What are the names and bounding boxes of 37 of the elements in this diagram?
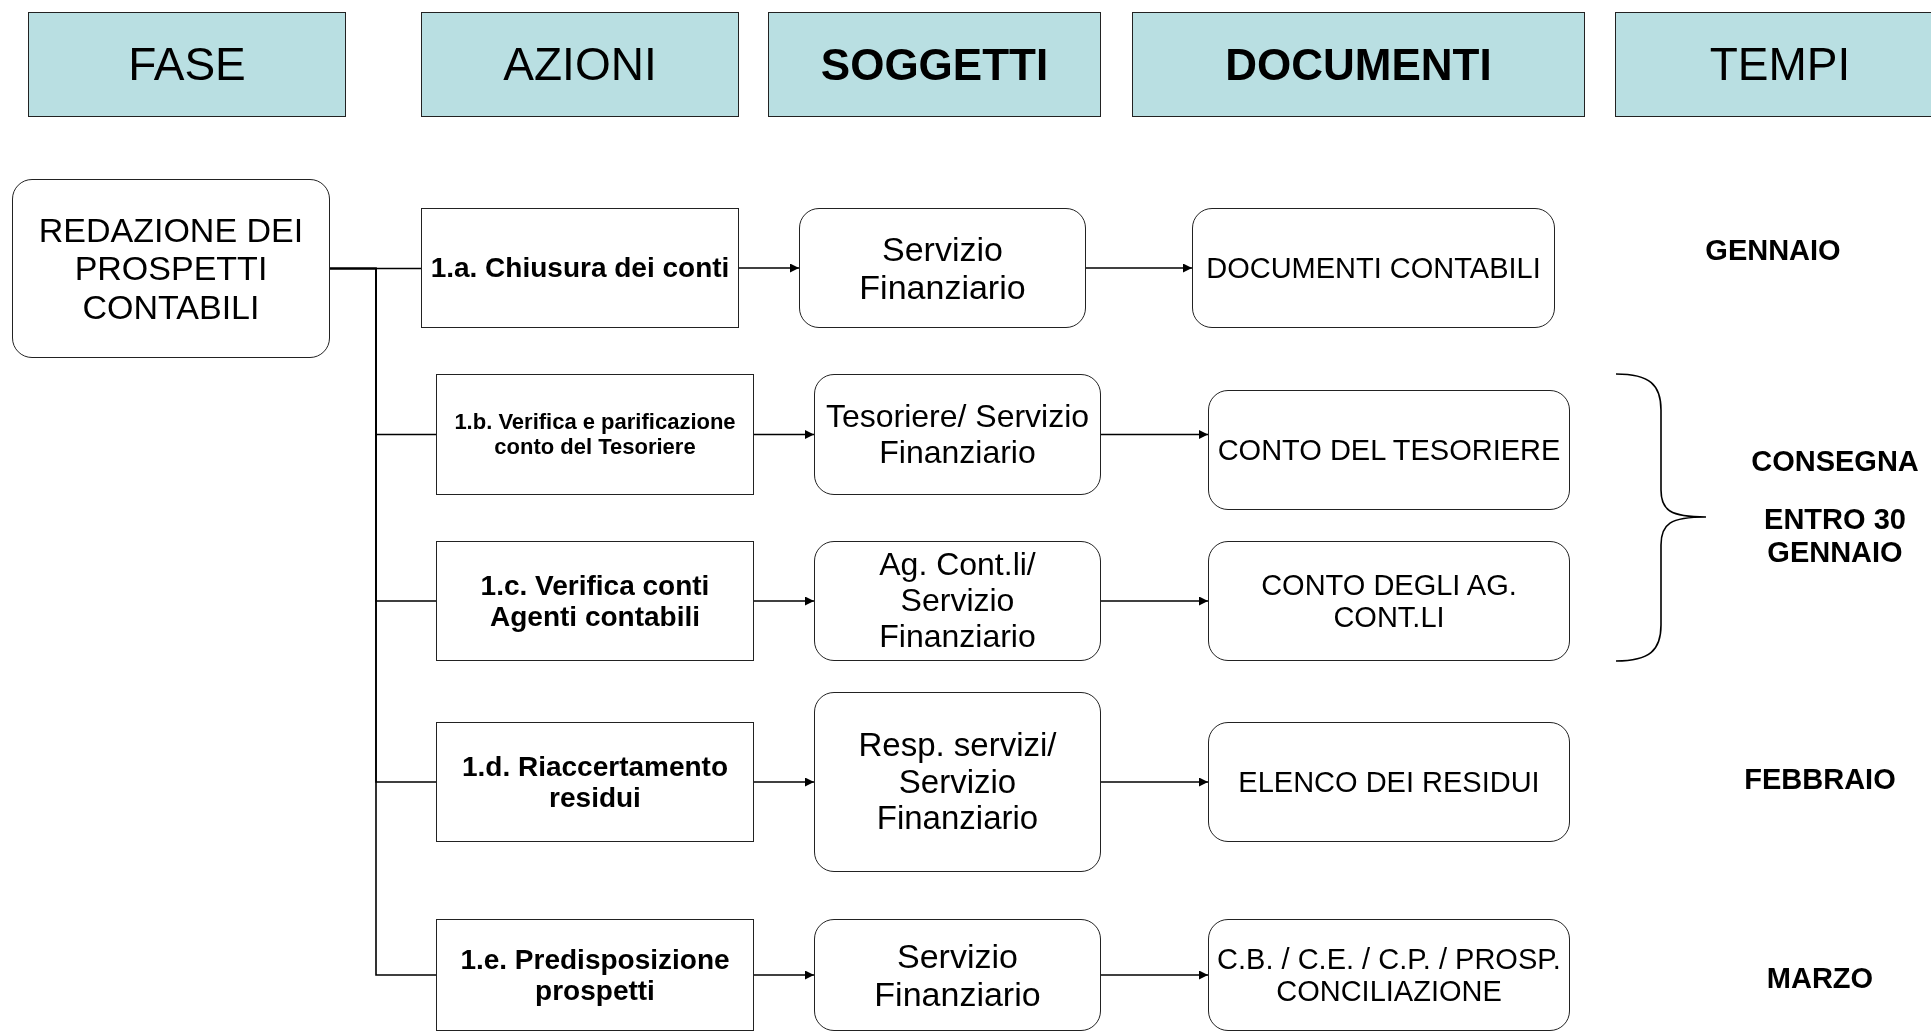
header-box: TEMPI (1615, 12, 1931, 117)
subject-box: Resp. servizi/ Servizio Finanziario (814, 692, 1101, 872)
subject-box: Tesoriere/ Servizio Finanziario (814, 374, 1101, 495)
arrow (753, 777, 815, 787)
arrow (1100, 596, 1209, 606)
timing-label: MARZO (1765, 962, 1875, 996)
arrow (753, 596, 815, 606)
subject-box: Servizio Finanziario (799, 208, 1086, 328)
arrow (1085, 263, 1193, 273)
phase-box: REDAZIONE DEI PROSPETTI CONTABILI (12, 179, 330, 358)
subject-box: Ag. Cont.li/ Servizio Finanziario (814, 541, 1101, 661)
action-box: 1.e. Predisposizione prospetti (436, 919, 754, 1031)
action-box: 1.d. Riaccertamento residui (436, 722, 754, 842)
action-box: 1.c. Verifica conti Agenti contabili (436, 541, 754, 661)
timing-label: FEBBRAIO (1743, 763, 1897, 797)
timing-label: CONSEGNA (1750, 445, 1920, 479)
header-box: SOGGETTI (768, 12, 1101, 117)
header-box: AZIONI (421, 12, 739, 117)
arrow (738, 263, 800, 273)
header-box: FASE (28, 12, 346, 117)
connector-line (329, 267, 437, 976)
header-box: DOCUMENTI (1132, 12, 1585, 117)
document-box: ELENCO DEI RESIDUI (1208, 722, 1570, 842)
document-box: CONTO DEL TESORIERE (1208, 390, 1570, 510)
action-box: 1.b. Verifica e parificazione conto del Tesoriere (436, 374, 754, 495)
arrow (1100, 777, 1209, 787)
arrow (1100, 430, 1209, 439)
timing-label: ENTRO 30 GENNAIO (1763, 503, 1907, 570)
document-box: DOCUMENTI CONTABILI (1192, 208, 1555, 328)
document-box: C.B. / C.E. / C.P. / PROSP. CONCILIAZIONE (1208, 919, 1570, 1031)
action-box: 1.a. Chiusura dei conti (421, 208, 739, 328)
arrow (753, 970, 815, 980)
arrow (753, 430, 815, 439)
document-box: CONTO DEGLI AG. CONT.LI (1208, 541, 1570, 661)
timing-label: GENNAIO (1704, 234, 1842, 268)
subject-box: Servizio Finanziario (814, 919, 1101, 1031)
arrow (1100, 970, 1209, 980)
